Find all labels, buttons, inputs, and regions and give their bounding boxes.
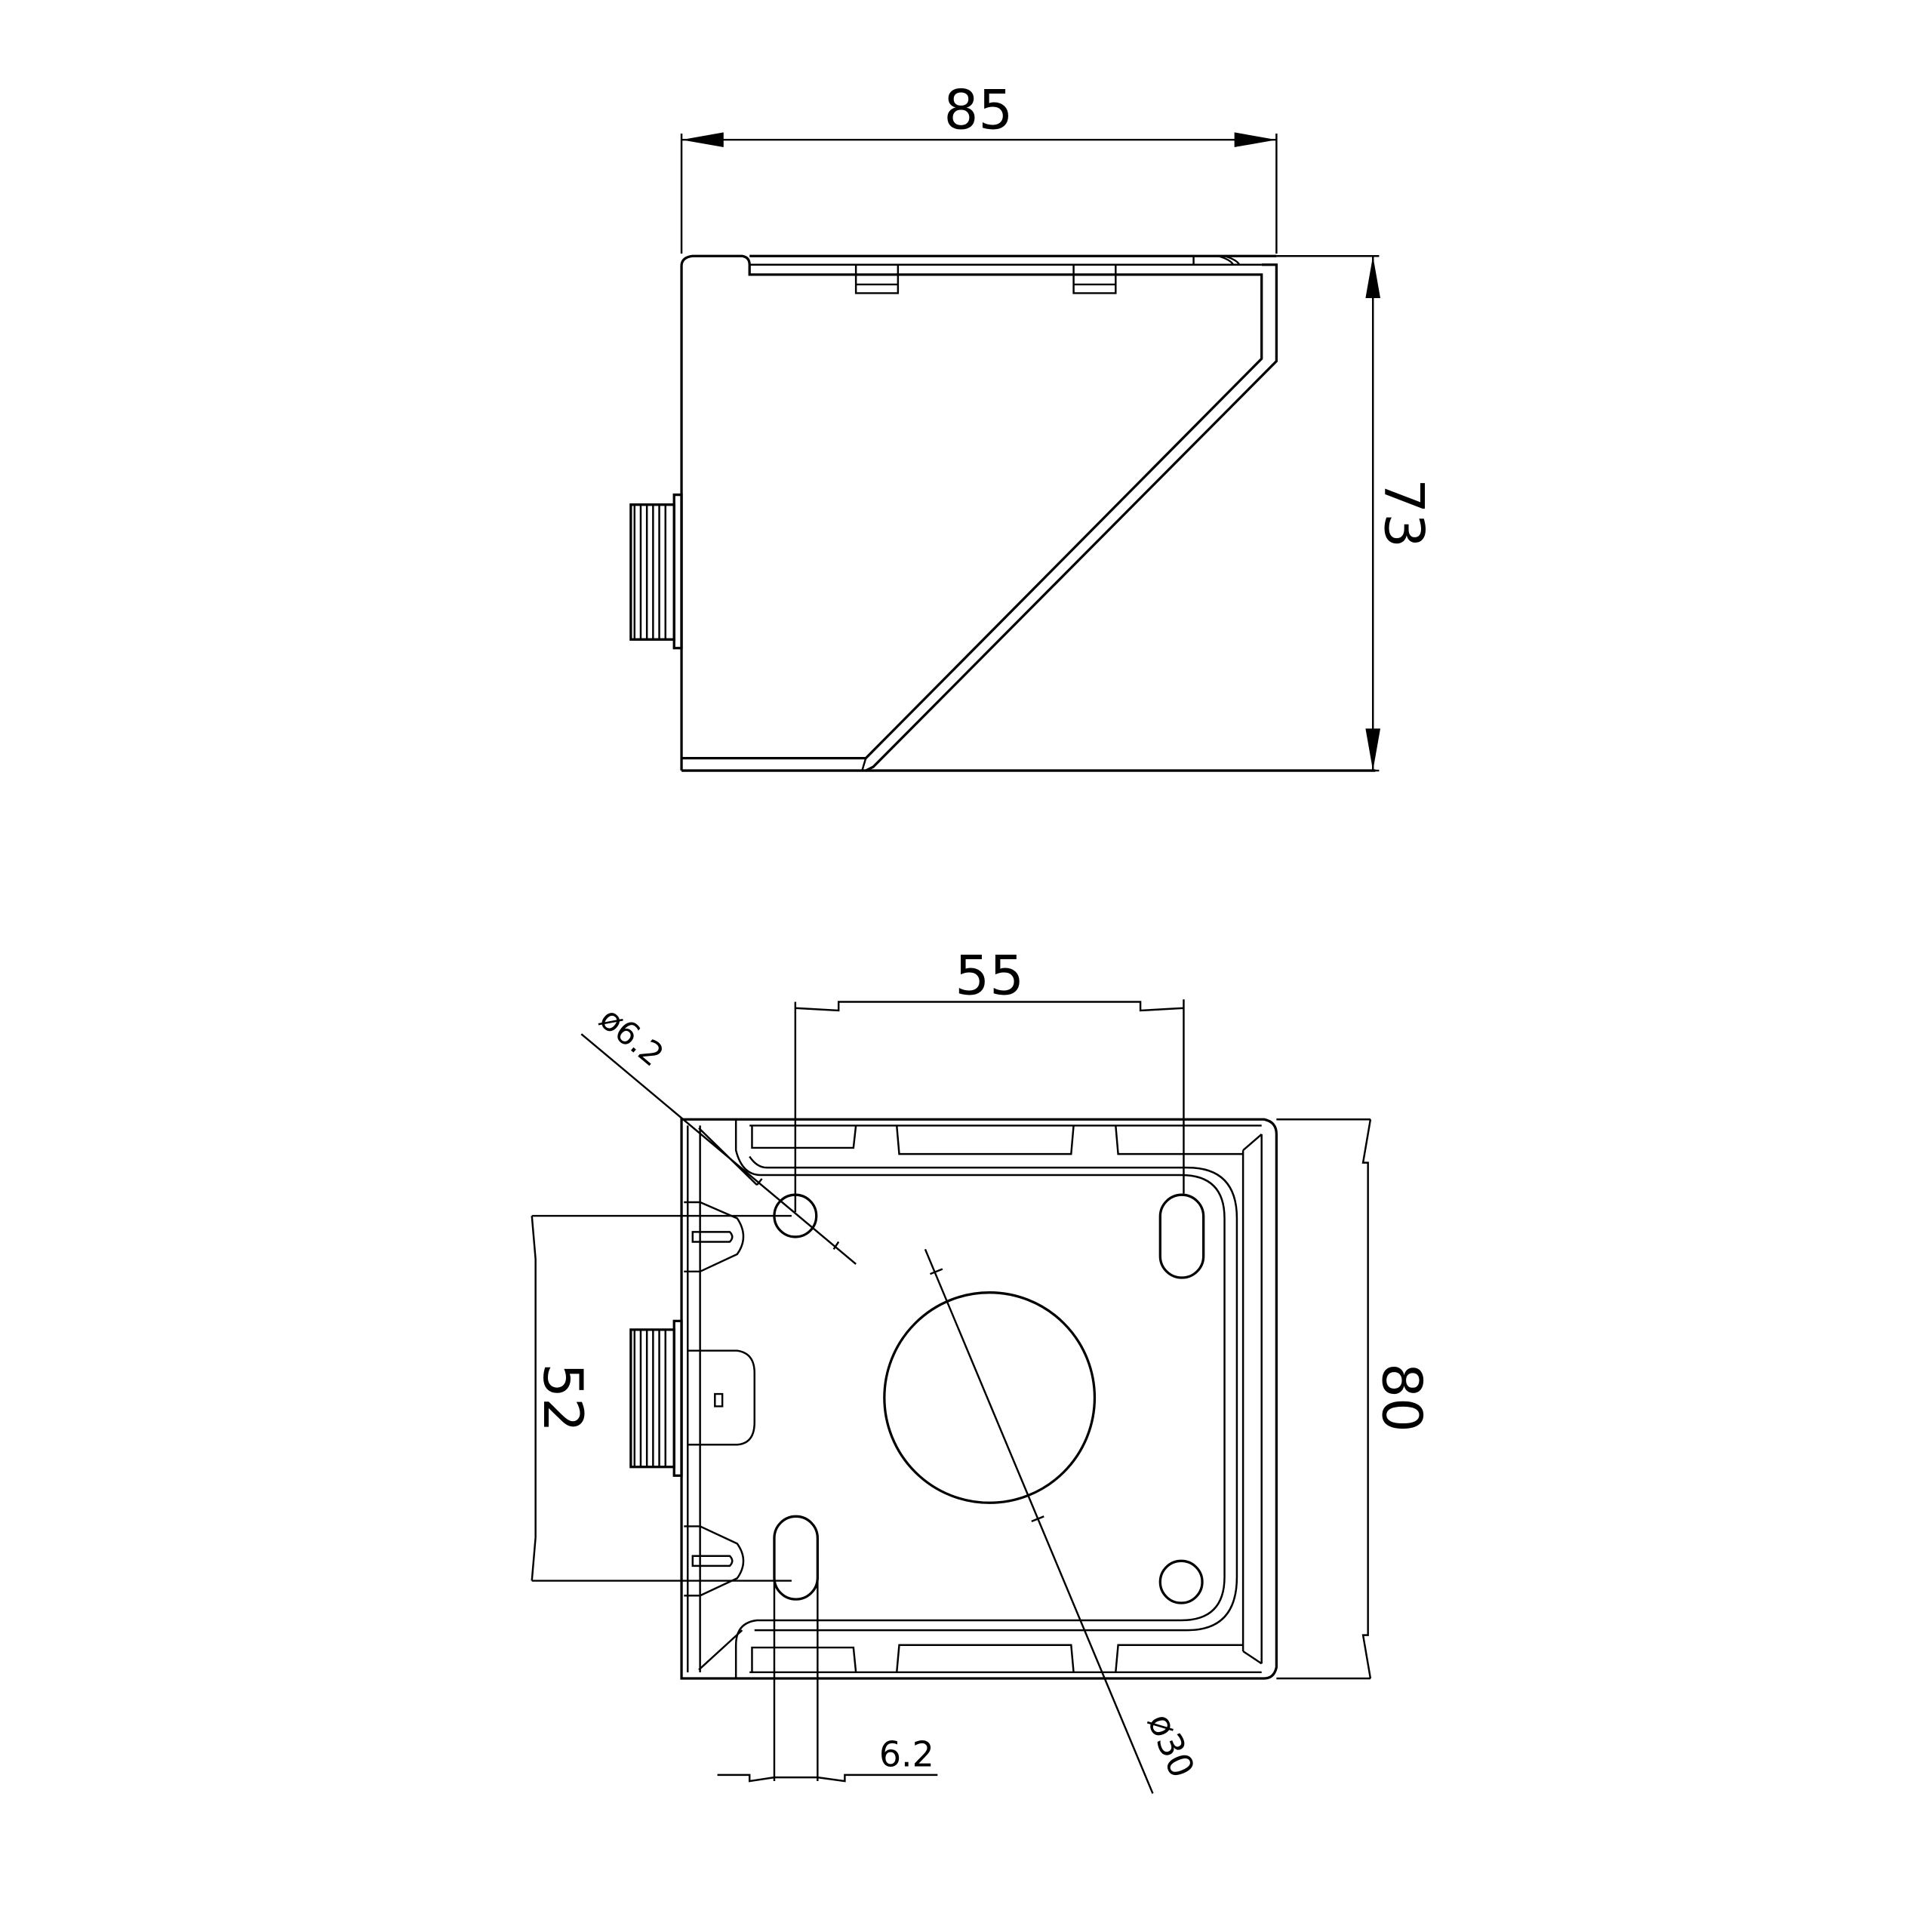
- bracket-side-outline: [680, 254, 1376, 772]
- dimension-label-diameter-6-2: ø6.2: [592, 1000, 671, 1075]
- dimension-slot-6-2: 6.2: [717, 1558, 938, 1783]
- bottom-view: 55 52 80 ø6.2 6.2 ø30: [531, 945, 1432, 1794]
- cable-gland-side: [629, 493, 683, 650]
- mount-hole-bottom-right: [1158, 1559, 1204, 1604]
- cable-gland-bottom: [629, 1319, 755, 1477]
- dimension-width-85: 85: [680, 78, 1278, 254]
- mounting-holes: [773, 1193, 1205, 1604]
- dimension-label-52: 52: [531, 1363, 594, 1432]
- dimension-label-80: 80: [1369, 1363, 1432, 1432]
- dimension-diameter-30: ø30: [924, 1248, 1203, 1794]
- dimension-label-55: 55: [955, 945, 1024, 1008]
- dimension-80: 80: [1276, 1118, 1432, 1680]
- clip-bottom: [684, 1525, 745, 1597]
- dimension-height-73: 73: [1276, 255, 1435, 772]
- dimension-label-slot-6-2: 6.2: [879, 1734, 934, 1774]
- clip-top: [684, 1201, 745, 1273]
- dimension-52: 52: [531, 1214, 792, 1582]
- mount-slot-top-right: [1158, 1193, 1205, 1279]
- dimension-label-73: 73: [1372, 478, 1435, 548]
- dimension-label-diameter-30: ø30: [1140, 1707, 1202, 1783]
- mount-slot-bottom-left: [773, 1515, 819, 1601]
- dimension-label-85: 85: [944, 78, 1014, 142]
- bracket-bottom-outline: [680, 1118, 1278, 1680]
- dimension-55: 55: [794, 945, 1185, 1213]
- center-hole: [883, 1291, 1097, 1504]
- side-view: 85 73: [629, 78, 1435, 772]
